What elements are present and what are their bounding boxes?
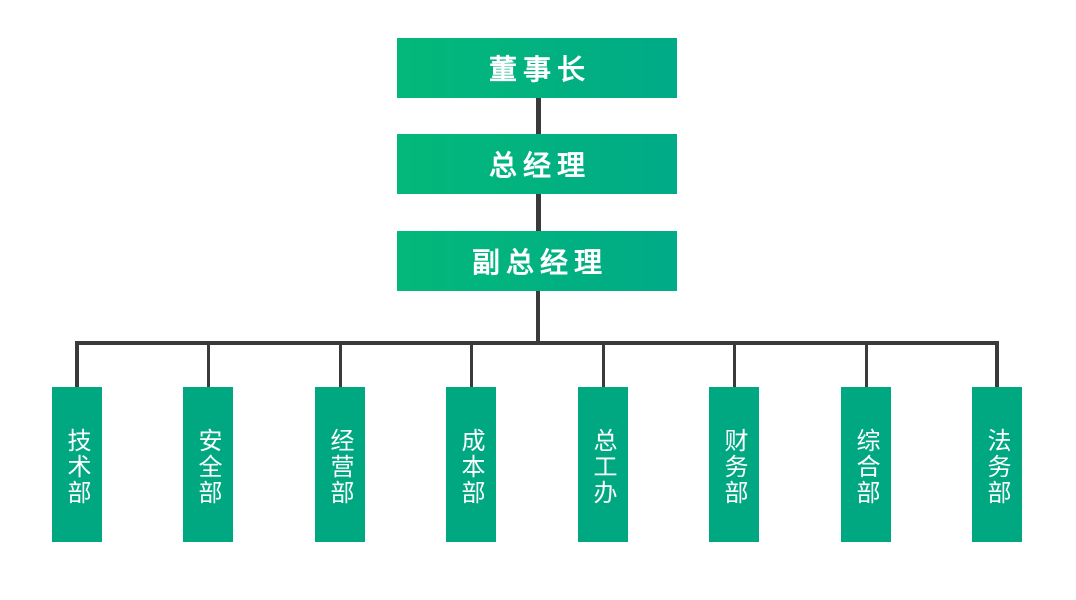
connector-dept-8 bbox=[995, 341, 999, 387]
connector-dept-4 bbox=[470, 341, 473, 387]
department-box-finance: 财务部 bbox=[709, 387, 759, 542]
chairman-label: 董事长 bbox=[488, 53, 591, 86]
connector-dept-3 bbox=[339, 341, 342, 387]
department-box-cost: 成本部 bbox=[446, 387, 496, 542]
connector-gm-deputy bbox=[536, 194, 541, 231]
department-label: 综合部 bbox=[852, 428, 880, 506]
connector-chairman-gm bbox=[536, 98, 541, 134]
deputy-general-manager-label: 副总经理 bbox=[471, 246, 608, 279]
connector-dept-1 bbox=[75, 341, 79, 387]
department-box-legal: 法务部 bbox=[972, 387, 1022, 542]
department-label: 安全部 bbox=[194, 428, 222, 506]
department-box-general-affairs: 综合部 bbox=[841, 387, 891, 542]
department-bus-line bbox=[75, 341, 999, 345]
deputy-general-manager-box: 副总经理 bbox=[397, 231, 677, 291]
department-label: 技术部 bbox=[63, 428, 91, 506]
department-label: 经营部 bbox=[326, 428, 354, 506]
connector-dept-6 bbox=[733, 341, 736, 387]
department-label: 总工办 bbox=[589, 428, 617, 506]
department-label: 法务部 bbox=[983, 428, 1011, 506]
general-manager-label: 总经理 bbox=[488, 149, 591, 182]
connector-dept-2 bbox=[207, 341, 210, 387]
connector-deputy-bus bbox=[536, 291, 540, 343]
department-label: 成本部 bbox=[457, 428, 485, 506]
general-manager-box: 总经理 bbox=[397, 134, 677, 194]
department-box-chief-engineer: 总工办 bbox=[578, 387, 628, 542]
department-box-tech: 技术部 bbox=[52, 387, 102, 542]
department-box-safety: 安全部 bbox=[183, 387, 233, 542]
connector-dept-5 bbox=[602, 341, 605, 387]
chairman-box: 董事长 bbox=[397, 38, 677, 98]
connector-dept-7 bbox=[865, 341, 868, 387]
department-label: 财务部 bbox=[720, 428, 748, 506]
department-box-business: 经营部 bbox=[315, 387, 365, 542]
